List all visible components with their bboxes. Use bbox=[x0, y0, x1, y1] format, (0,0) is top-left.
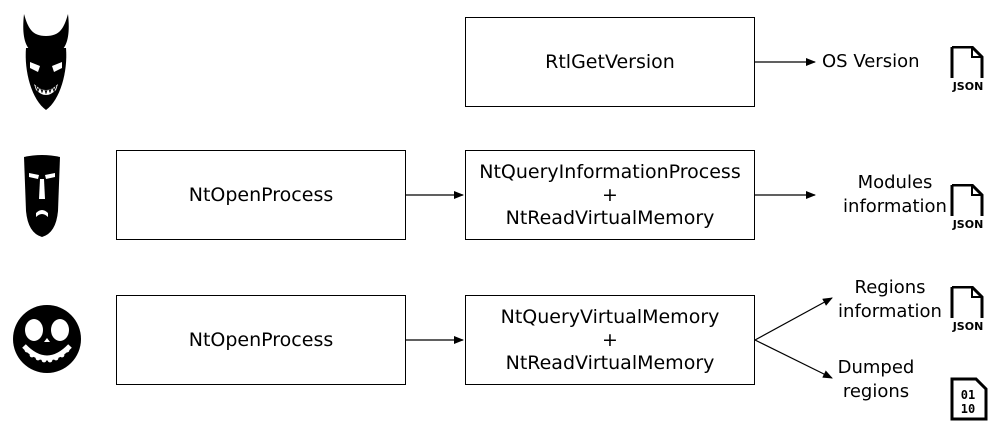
json-file-icon: JSON bbox=[948, 45, 988, 93]
json-icon-text: JSON bbox=[952, 218, 984, 230]
query-information-line1: NtQueryInformationProcess bbox=[479, 160, 741, 183]
binary-icon-bottom-text: 10 bbox=[961, 402, 975, 416]
query-information-box: NtQueryInformationProcess + NtReadVirtua… bbox=[465, 150, 755, 240]
query-information-plus: + bbox=[602, 183, 618, 206]
skull-face-icon bbox=[12, 304, 82, 374]
query-virtual-memory-plus: + bbox=[602, 328, 618, 351]
query-information-line2: NtReadVirtualMemory bbox=[505, 206, 715, 229]
long-mask-icon bbox=[20, 155, 64, 239]
binary-file-icon: 01 10 bbox=[950, 377, 988, 421]
ntopenprocess-label-row2: NtOpenProcess bbox=[188, 183, 334, 206]
os-version-label: OS Version bbox=[822, 51, 920, 72]
json-icon-text: JSON bbox=[952, 320, 984, 332]
rtlgetversion-label: RtlGetVersion bbox=[545, 50, 675, 73]
regions-information-label: Regions information bbox=[838, 277, 942, 322]
demon-mask-icon bbox=[16, 14, 76, 112]
arrow-query-vm-to-dumped bbox=[754, 339, 833, 379]
json-icon-text: JSON bbox=[952, 80, 984, 92]
rtlgetversion-box: RtlGetVersion bbox=[465, 17, 755, 107]
query-virtual-memory-line1: NtQueryVirtualMemory bbox=[500, 305, 720, 328]
dumped-regions-label: Dumped regions bbox=[837, 357, 915, 402]
query-virtual-memory-box: NtQueryVirtualMemory + NtReadVirtualMemo… bbox=[465, 295, 755, 385]
ntopenprocess-box-row3: NtOpenProcess bbox=[116, 295, 406, 385]
query-virtual-memory-line2: NtReadVirtualMemory bbox=[505, 351, 715, 374]
json-file-icon: JSON bbox=[948, 183, 988, 231]
ntopenprocess-box-row2: NtOpenProcess bbox=[116, 150, 406, 240]
modules-information-label: Modules information bbox=[843, 172, 947, 217]
ntopenprocess-label-row3: NtOpenProcess bbox=[188, 328, 334, 351]
json-file-icon: JSON bbox=[948, 285, 988, 333]
binary-icon-top-text: 01 bbox=[961, 388, 975, 402]
arrow-query-vm-to-regions bbox=[754, 297, 833, 341]
